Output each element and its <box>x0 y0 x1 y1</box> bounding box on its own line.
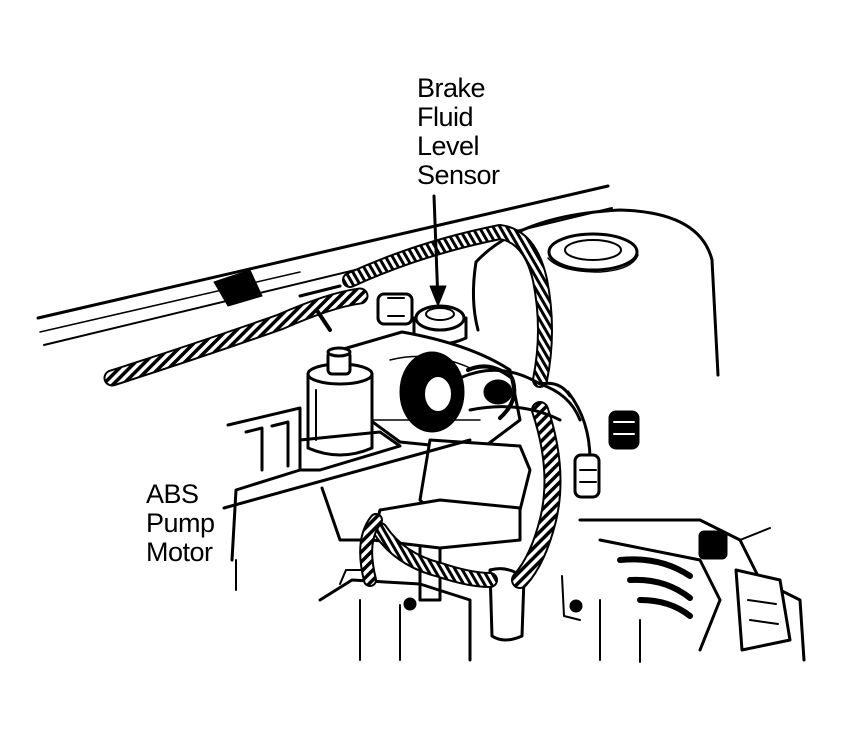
brake-sensor-leader <box>432 194 440 304</box>
sensor-wires <box>458 368 582 422</box>
harness-clip <box>213 269 342 332</box>
label-line: Sensor <box>417 160 500 190</box>
label-line: Pump <box>146 508 215 538</box>
abs-pump-motor <box>306 346 374 457</box>
label-line: Brake <box>417 73 486 103</box>
brake-fluid-level-sensor-label: Brake Fluid Level Sensor <box>417 74 500 190</box>
wire-loom <box>103 224 562 589</box>
harness-connector <box>566 390 640 499</box>
brake-sensor-arrowhead <box>429 285 447 307</box>
abs-motor-leader <box>222 438 472 510</box>
label-line: Level <box>417 131 480 161</box>
label-line: ABS <box>146 479 199 509</box>
leader-lines <box>222 194 472 510</box>
label-line: Motor <box>146 537 213 567</box>
engine-components <box>561 518 806 663</box>
valve-block <box>370 438 532 611</box>
label-line: Fluid <box>417 102 474 132</box>
abs-pump-motor-label: ABS Pump Motor <box>146 480 215 567</box>
